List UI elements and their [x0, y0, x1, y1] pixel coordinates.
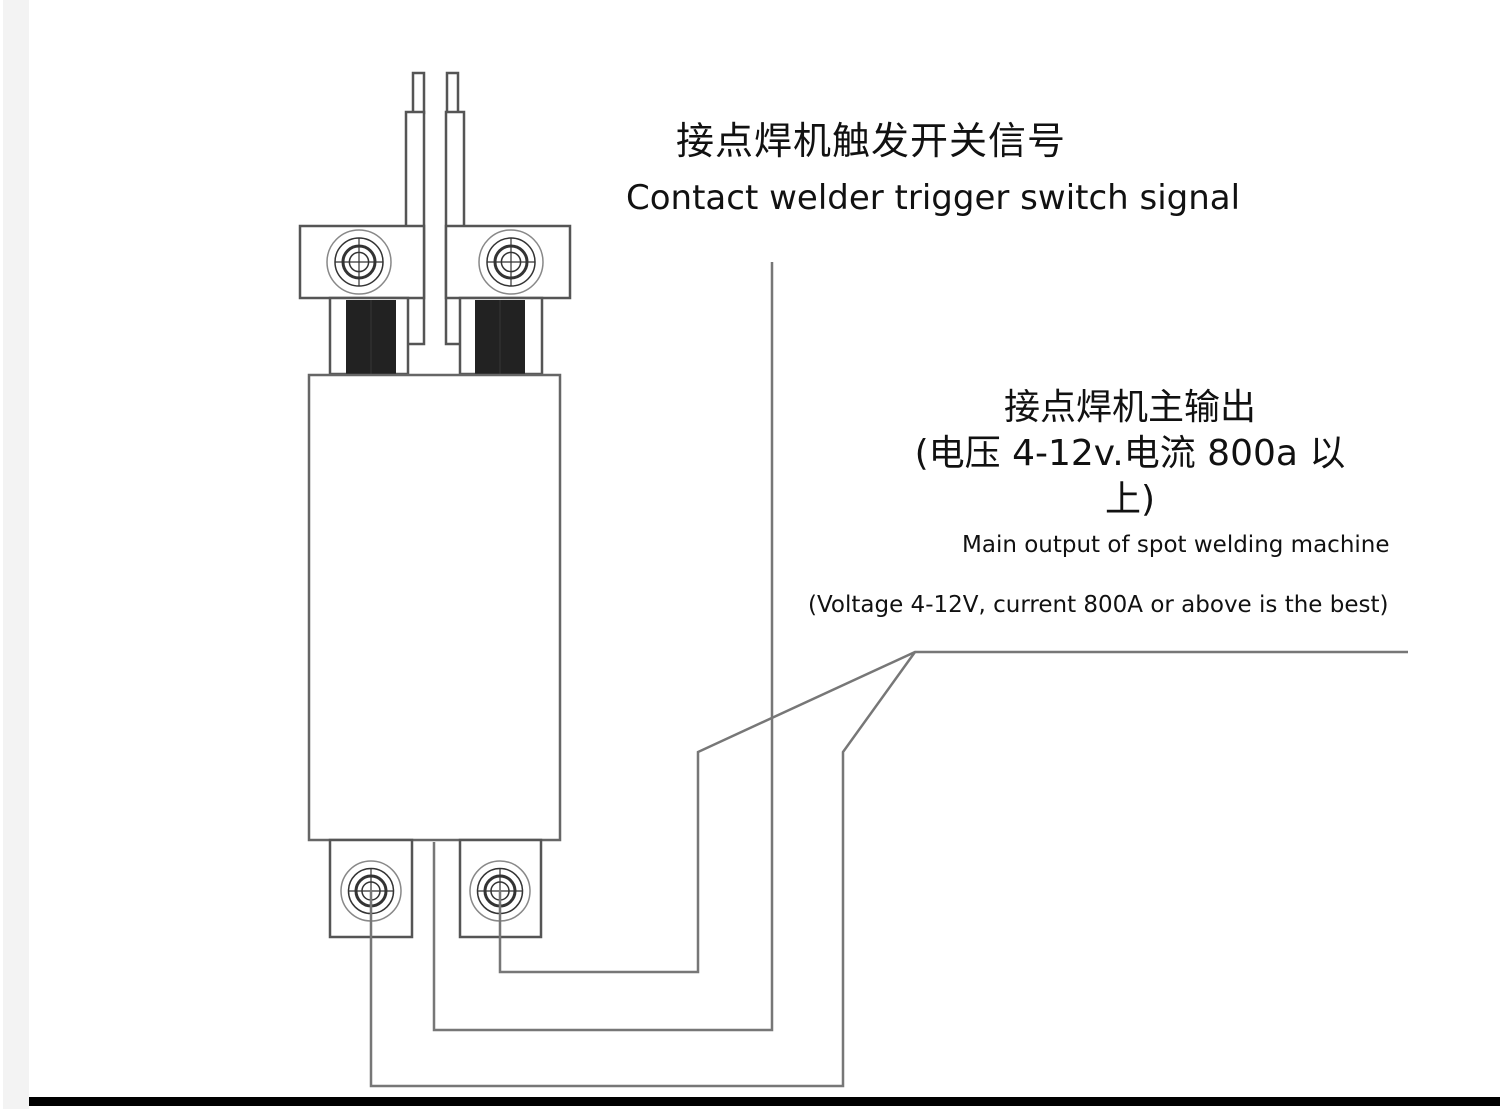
main-output-label-zh-line3: 上): [1104, 479, 1156, 520]
main-output-label-en: Main output of spot welding machine: [962, 532, 1390, 558]
left-margin-strip: [3, 0, 29, 1109]
main-output-spec-en: (Voltage 4-12V, current 800A or above is…: [808, 592, 1389, 618]
bottom-divider: [29, 1097, 1500, 1106]
terminal-top-right-screw-icon: [478, 229, 544, 295]
trigger-signal-wire: [432, 262, 774, 1032]
trigger-signal-label-zh: 接点焊机触发开关信号: [676, 119, 1067, 163]
main-output-label-zh-line2: (电压 4-12v.电流 800a 以: [914, 433, 1346, 474]
trigger-signal-label-en: Contact welder trigger switch signal: [626, 178, 1241, 218]
main-output-label-zh: 接点焊机主输出 (电压 4-12v.电流 800a 以 上): [900, 385, 1360, 523]
main-output-wire-a: [498, 650, 1408, 974]
main-output-wire-b: [369, 651, 917, 1088]
main-output-label-zh-line1: 接点焊机主输出: [1003, 387, 1256, 428]
terminal-top-left-screw-icon: [326, 229, 392, 295]
welder-body: [307, 373, 562, 842]
